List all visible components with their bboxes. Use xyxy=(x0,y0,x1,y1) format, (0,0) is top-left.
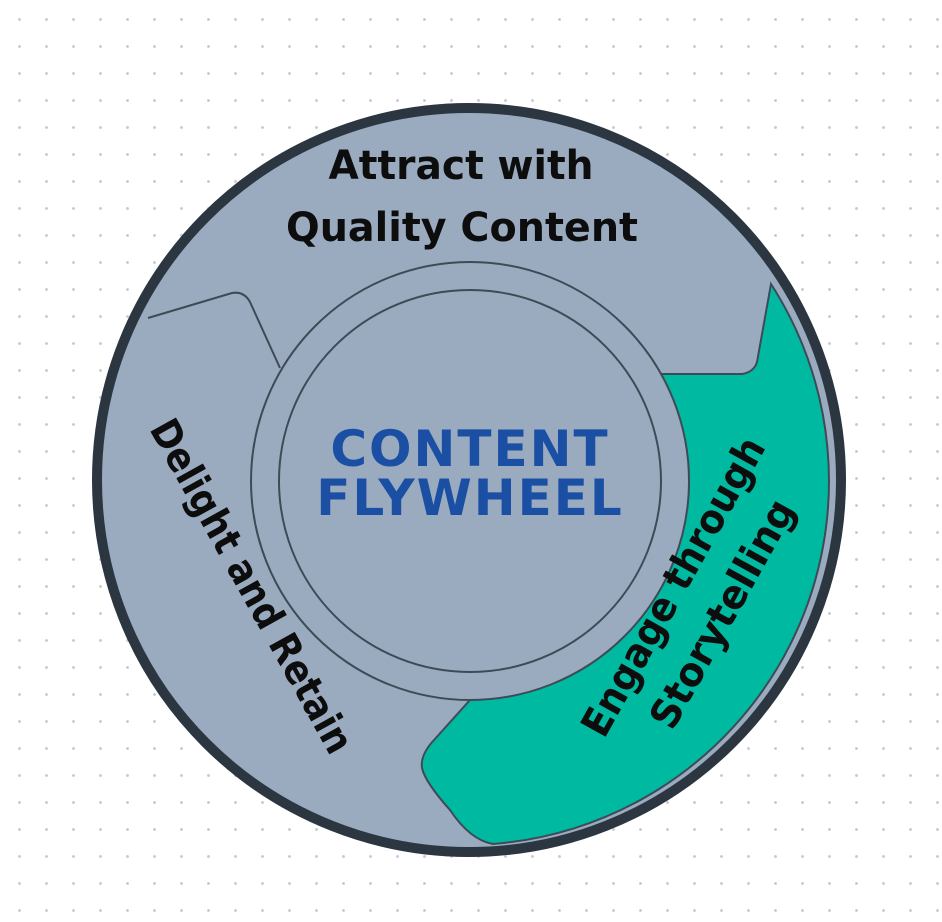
segment-divider-attract-delight xyxy=(147,291,281,369)
attract-label-line2: Quality Content xyxy=(286,205,638,251)
attract-label-line1: Attract with xyxy=(329,143,594,189)
center-title-line2: FLYWHEEL xyxy=(316,469,624,527)
hub-inner-ring xyxy=(278,289,662,673)
center-title-line1: CONTENT xyxy=(330,420,609,478)
